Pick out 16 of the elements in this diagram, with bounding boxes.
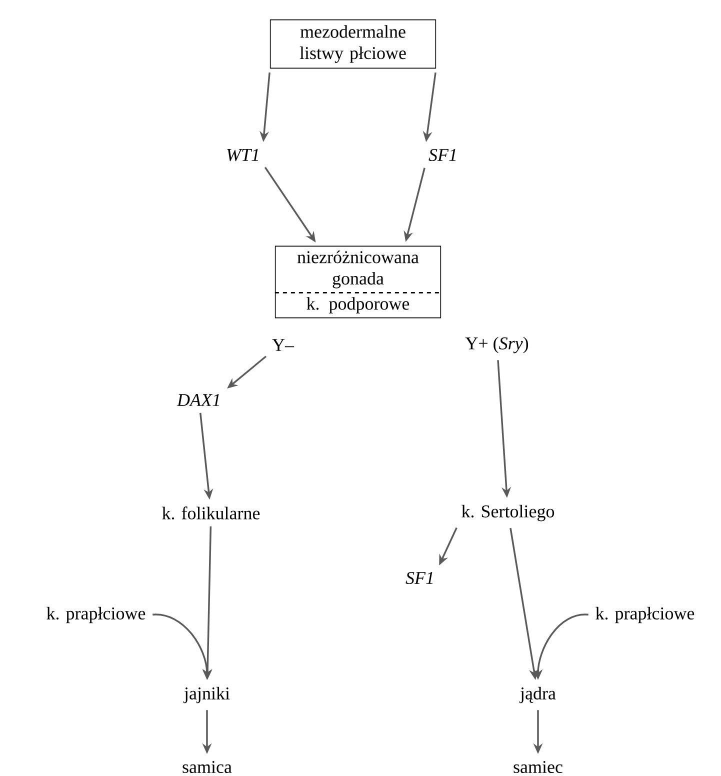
label: Y+ (Sry) <box>465 336 528 354</box>
gene-label: DAX1 <box>176 394 220 406</box>
label: jądra <box>519 686 556 704</box>
gene-label: SF1 <box>406 572 433 584</box>
label: samiec <box>514 760 562 774</box>
box: mezodermalne listwy płciowe <box>270 19 436 69</box>
label: samica <box>182 760 232 774</box>
gene-label: WT1 <box>227 148 258 162</box>
label: Y– <box>272 339 294 351</box>
label: k. folikularne <box>162 506 260 520</box>
label: k. prapłciowe <box>596 606 694 624</box>
box: niezróżnicowana gonada k. podporowe <box>274 246 442 318</box>
label: k. Sertoliego <box>462 504 554 522</box>
label: jajniki <box>183 686 230 704</box>
gene-label: SF1 <box>428 148 456 162</box>
label: k. prapłciowe <box>46 606 146 624</box>
